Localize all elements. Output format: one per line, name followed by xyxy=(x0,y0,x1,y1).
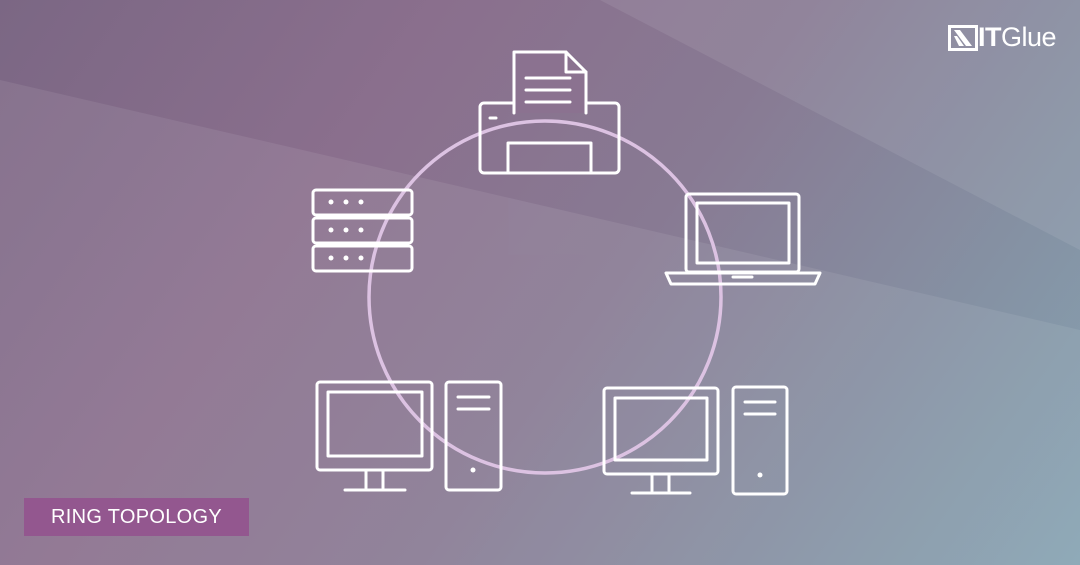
ring-network-line xyxy=(367,119,723,475)
printer-icon xyxy=(478,50,621,175)
desktop-computer-icon xyxy=(602,385,789,496)
server-icon xyxy=(311,188,414,273)
logo-text: ITGlue xyxy=(977,22,1057,53)
facet xyxy=(0,80,1080,565)
facet xyxy=(600,0,1080,250)
it-glue-logo: ITGlue xyxy=(947,22,1057,53)
it-glue-logo-mark-icon xyxy=(947,24,978,51)
laptop-icon xyxy=(664,192,822,286)
desktop-computer-icon xyxy=(315,380,503,492)
caption-label: RING TOPOLOGY xyxy=(24,498,249,536)
logo-text-bold: IT xyxy=(977,22,1002,52)
logo-text-light: Glue xyxy=(1000,22,1057,52)
